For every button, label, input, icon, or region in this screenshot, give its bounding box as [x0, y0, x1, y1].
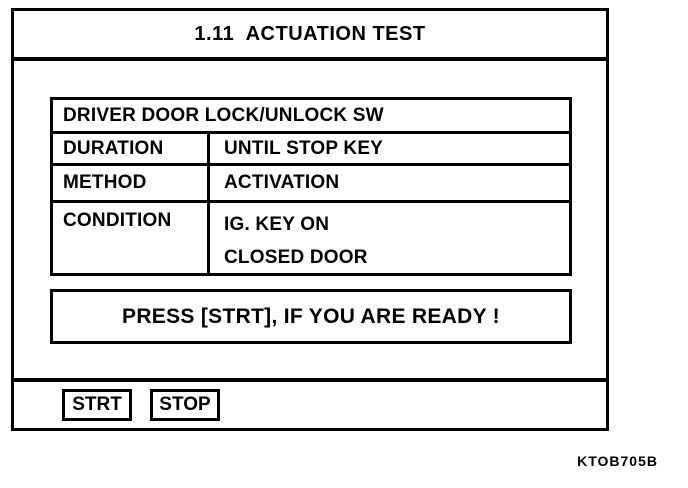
title-bar: 1.11 ACTUATION TEST: [14, 11, 606, 61]
page-title: 1.11 ACTUATION TEST: [194, 22, 426, 45]
ready-prompt-box: PRESS [STRT], IF YOU ARE READY !: [50, 289, 572, 344]
device-screen-frame: 1.11 ACTUATION TEST DRIVER DOOR LOCK/UNL…: [11, 8, 609, 431]
stop-button[interactable]: STOP: [150, 389, 220, 421]
condition-value: IG. KEY ON CLOSED DOOR: [210, 203, 569, 273]
table-header-test-item: DRIVER DOOR LOCK/UNLOCK SW: [53, 100, 569, 134]
ready-prompt-text: PRESS [STRT], IF YOU ARE READY !: [122, 304, 500, 328]
method-value: ACTIVATION: [224, 172, 340, 193]
table-row-duration: DURATION UNTIL STOP KEY: [53, 134, 569, 166]
condition-label: CONDITION: [53, 203, 210, 273]
softkey-bar: STRT STOP: [14, 378, 606, 428]
duration-label: DURATION: [53, 134, 210, 163]
strt-button[interactable]: STRT: [62, 389, 132, 421]
duration-value: UNTIL STOP KEY: [224, 137, 384, 159]
test-item-name: DRIVER DOOR LOCK/UNLOCK SW: [63, 104, 384, 126]
figure-code: KTOB705B: [577, 453, 658, 469]
condition-line-1: IG. KEY ON: [224, 214, 330, 235]
method-label: METHOD: [53, 166, 210, 200]
test-parameter-table: DRIVER DOOR LOCK/UNLOCK SW DURATION UNTI…: [50, 97, 572, 276]
table-row-condition: CONDITION IG. KEY ON CLOSED DOOR: [53, 203, 569, 273]
table-row-method: METHOD ACTIVATION: [53, 166, 569, 203]
condition-line-2: CLOSED DOOR: [224, 247, 368, 268]
